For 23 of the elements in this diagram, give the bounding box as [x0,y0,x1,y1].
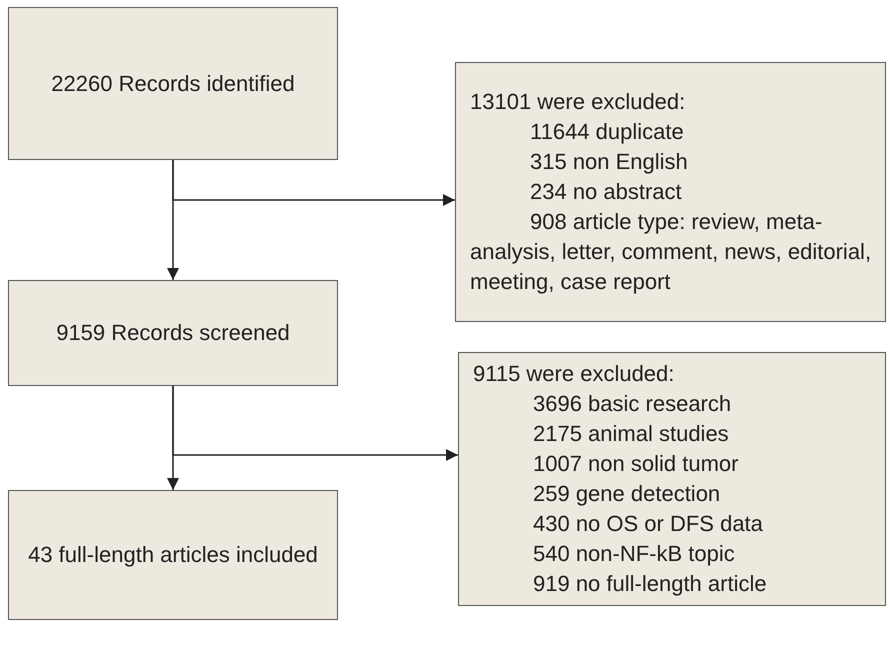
list-item: 2175 animal studies [532,420,730,448]
box-text: 22260 Records identified [51,70,295,98]
list-item: 1007 non solid tumor [532,450,740,478]
process-box [8,490,338,620]
list-item: 259 gene detection [532,480,722,508]
list-item: 540 non-NF-kB topic [532,540,736,568]
box-text: 43 full-length articles included [28,541,318,569]
list-item: 430 no OS or DFS data [532,510,764,538]
process-box [8,280,338,386]
box-heading: 13101 were excluded: [470,88,686,116]
process-box [455,62,886,322]
list-item: 234 no abstract [529,178,683,206]
box-text: 9159 Records screened [56,319,290,347]
list-item: 11644 duplicate [529,118,685,146]
list-item: 919 no full-length article [532,570,768,598]
list-item: 3696 basic research [532,390,732,418]
arrow [172,160,455,206]
list-item: 908 article type: review, meta-analysis, letter, comment, news, editorial, meeting, case report [470,208,872,296]
box-heading: 9115 were excluded: [473,360,676,388]
process-box [458,352,886,606]
list-item: 315 non English [529,148,689,176]
process-box [8,7,338,160]
arrow [172,386,458,461]
